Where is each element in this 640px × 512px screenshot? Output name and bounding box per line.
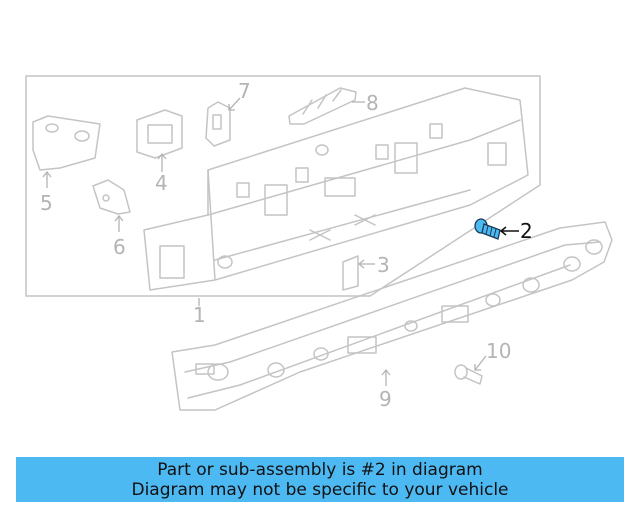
leader-6 — [114, 214, 124, 232]
part-6-clip — [92, 179, 131, 215]
part-5-bracket — [32, 115, 101, 171]
leader-7 — [228, 97, 241, 111]
leader-4 — [157, 152, 167, 172]
callout-6: 6 — [113, 235, 126, 259]
rear-panel-reinforcement — [143, 87, 529, 291]
leader-3 — [357, 259, 375, 269]
leader-9 — [381, 368, 391, 386]
callout-5: 5 — [40, 191, 53, 215]
callout-9: 9 — [379, 387, 392, 411]
callout-10: 10 — [486, 339, 511, 363]
notice-banner: Part or sub-assembly is #2 in diagram Di… — [16, 457, 624, 502]
banner-line-1: Part or sub-assembly is #2 in diagram — [157, 459, 483, 480]
callout-1: 1 — [193, 303, 206, 327]
part-4-bracket — [136, 109, 183, 159]
leader-10 — [474, 355, 487, 371]
callout-3: 3 — [377, 253, 390, 277]
part-3-plate — [342, 255, 359, 291]
part-8-strip — [288, 87, 357, 125]
assembly-frame — [25, 75, 541, 297]
leader-5 — [42, 170, 52, 188]
leader-2 — [499, 226, 519, 236]
part-7-clip — [205, 101, 231, 147]
part-10-bolt — [454, 364, 483, 385]
part-2-bolt[interactable] — [474, 218, 501, 240]
callout-4: 4 — [155, 171, 168, 195]
callout-8: 8 — [366, 91, 379, 115]
callout-7: 7 — [238, 79, 251, 103]
bumper-beam — [171, 221, 613, 411]
callout-2[interactable]: 2 — [520, 219, 533, 243]
banner-line-2: Diagram may not be specific to your vehi… — [131, 479, 509, 500]
